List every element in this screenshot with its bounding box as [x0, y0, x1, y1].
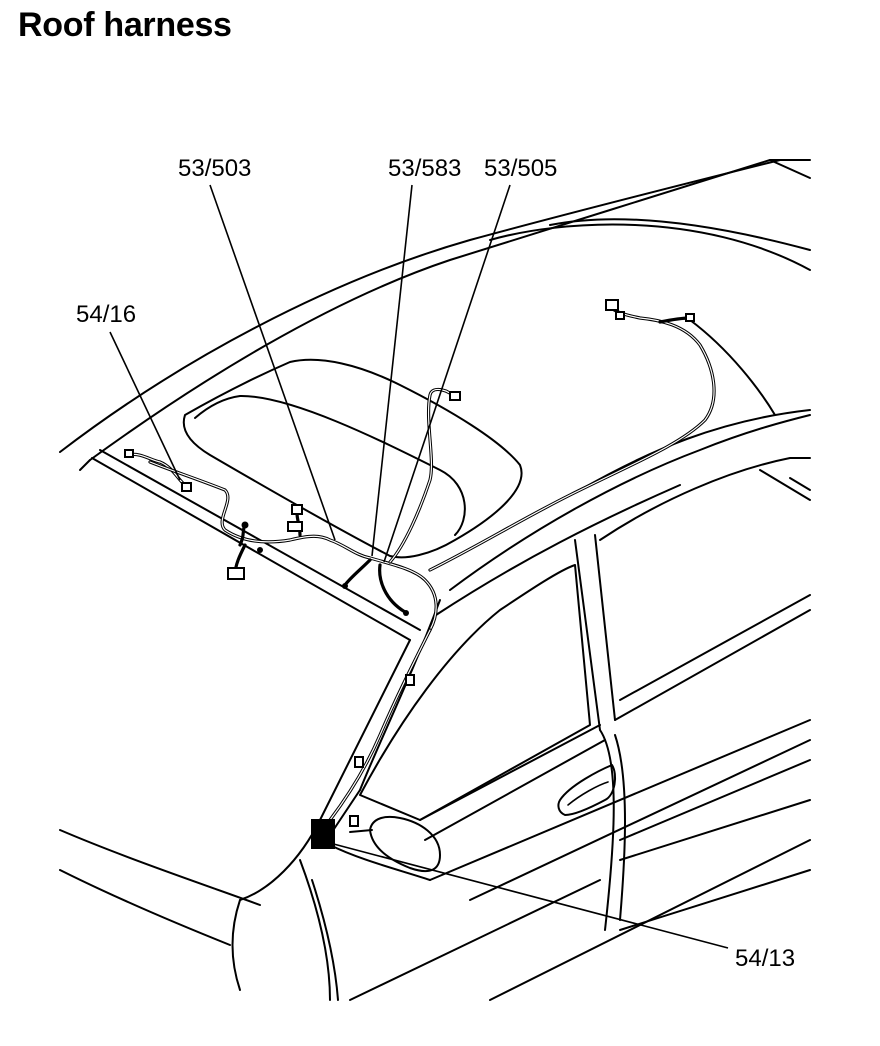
leader-lines — [109, 184, 729, 949]
roof-outer-edge — [89, 159, 811, 461]
rear-roof-connector — [605, 299, 619, 311]
front-door-window — [359, 564, 591, 821]
label-53-505: 53/505 — [484, 155, 557, 182]
sunroof-branch — [388, 387, 457, 564]
diagram-title: Roof harness — [18, 6, 232, 44]
leader-53-583 — [371, 184, 413, 557]
pillar-clip-2 — [354, 756, 364, 768]
windshield-top-edge — [91, 457, 411, 641]
leader-53-503 — [209, 184, 336, 541]
a-pillar-harness-run — [328, 628, 432, 822]
a-pillar-front — [239, 639, 411, 901]
connectors — [124, 299, 695, 849]
connector-left-end — [124, 449, 134, 458]
door-handle — [557, 764, 617, 816]
sunroof-connector — [449, 391, 461, 401]
sunroof-glass — [194, 394, 466, 536]
roof-side-rail — [579, 409, 811, 491]
rear-door-window-bottom — [619, 594, 811, 701]
pillar-clip-1 — [405, 674, 415, 686]
label-53-583: 53/583 — [388, 155, 461, 182]
connector-54-13-block — [311, 819, 335, 849]
car-body — [59, 159, 811, 1001]
leader-54-13 — [325, 841, 729, 949]
rear-roof-edge — [489, 223, 811, 271]
door-rear-edge — [599, 729, 615, 931]
label-53-503: 53/503 — [178, 155, 251, 182]
label-54-13: 54/13 — [735, 945, 795, 972]
connector-left-plug — [227, 567, 245, 580]
door-frame-top — [449, 414, 811, 591]
leader-53-505 — [383, 184, 511, 563]
rear-roof-branch — [428, 306, 716, 572]
label-54-16: 54/16 — [76, 301, 136, 328]
roof-wiring-harness — [126, 306, 716, 822]
hood-line — [59, 829, 261, 906]
roof-front-edge — [59, 159, 781, 453]
leader-54-16 — [109, 331, 181, 481]
sunroof-outer — [182, 358, 523, 559]
